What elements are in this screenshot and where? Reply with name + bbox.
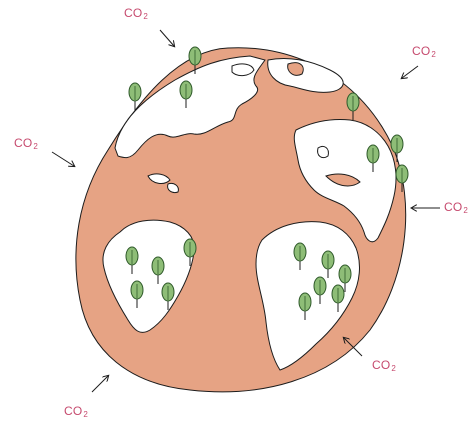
co2-subscript: 2 — [391, 364, 397, 373]
co2-subscript: 2 — [83, 410, 89, 419]
co2-subscript: 2 — [33, 142, 39, 151]
co2-label: CO2 — [444, 200, 468, 215]
co2-text: CO — [14, 136, 33, 150]
continent-greenland — [267, 57, 344, 93]
continent-north-america — [114, 55, 266, 159]
arrow-icon — [159, 29, 174, 46]
island — [147, 173, 171, 184]
co2-text: CO — [64, 404, 83, 418]
island — [167, 183, 179, 193]
arrow-icon — [344, 338, 363, 357]
co2-subscript: 2 — [143, 12, 149, 21]
arrow-icon — [51, 151, 74, 166]
arrow-icon — [402, 65, 419, 78]
arrow-icon — [91, 376, 108, 393]
island-britain — [317, 145, 329, 159]
continent-south-america — [102, 219, 195, 333]
northern-island — [287, 62, 304, 76]
co2-label: CO2 — [412, 44, 436, 59]
co2-subscript: 2 — [463, 206, 468, 215]
northern-island — [231, 63, 255, 77]
mediterranean — [325, 173, 361, 187]
co2-text: CO — [444, 200, 463, 214]
co2-text: CO — [412, 44, 431, 58]
co2-subscript: 2 — [431, 50, 437, 59]
co2-label: CO2 — [14, 136, 38, 151]
co2-text: CO — [124, 6, 143, 20]
co2-label: CO2 — [372, 358, 396, 373]
co2-label: CO2 — [124, 6, 148, 21]
co2-label: CO2 — [64, 404, 88, 419]
co2-text: CO — [372, 358, 391, 372]
